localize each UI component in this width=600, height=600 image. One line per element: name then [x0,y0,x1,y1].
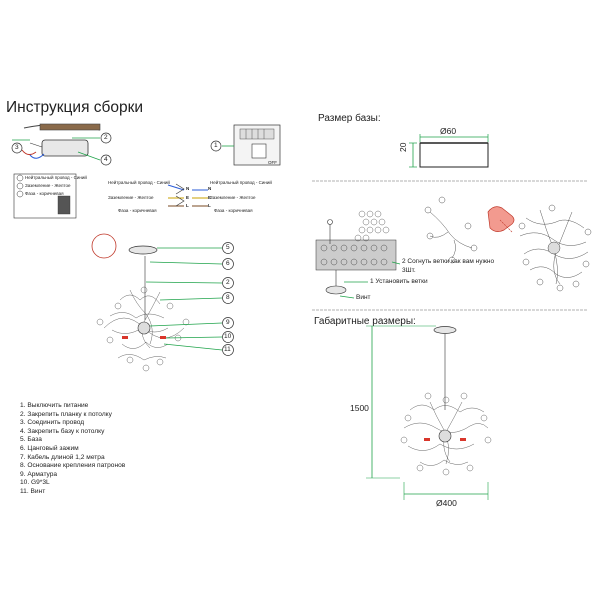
height-label: 1500 [350,403,369,413]
wiring-right-neutral: Нейтральный провод - Синий [210,180,272,185]
terminal-n-right: N [208,186,212,191]
step-2: 2. Закрепить планку к потолку [20,410,112,418]
base-height-label: 20 [398,142,408,152]
step-11: 11. Винт [20,487,46,495]
callout-11: 11 [224,346,231,353]
ceiling-mount-diagram [11,123,112,166]
wiring-box-neutral: Нейтральный провод - Синий [25,175,87,180]
wiring-box-ground: Заземление - Желтое [25,183,71,188]
wiring-detail-box [13,173,77,219]
page-title: Инструкция сборки [6,99,144,116]
terminal-l-right: L [208,203,211,208]
hand-icon [487,206,515,233]
callout-8: 8 [226,294,230,301]
base-size-drawing [409,134,489,168]
step-3: 3. Соединить провод [20,419,85,427]
lamp-exploded-view [91,233,234,372]
assembly-steps-list: 1. Выключить питание 2. Закрепить планку… [20,402,125,497]
assembly-step-2-text: 2 Согнуть ветки как вам нужно [402,258,495,265]
assembly-qty-text: 3Шт. [402,267,416,274]
callout-2-cable: 2 [226,279,230,286]
base-diameter-label: Ø60 [440,126,457,136]
callout-10: 10 [224,333,232,340]
terminal-n: N [186,186,190,191]
wiring-right-phase: Фаза - коричневая [214,208,253,213]
callout-3: 3 [15,144,19,151]
overall-dimensions-title: Габаритные размеры: [314,316,416,327]
bent-branch-sketch [424,196,478,264]
callout-4: 4 [104,156,108,163]
step-9: 9. Арматура [20,470,58,478]
overall-dimensions-drawing [366,325,492,500]
callout-1: 2 [104,134,108,141]
terminal-l: L [186,203,189,208]
base-size-title: Размер базы: [318,113,381,124]
terminal-e: E [186,195,190,200]
wiring-mid-phase: Фаза - коричневая [118,208,157,213]
step-1: 1. Выключить питание [20,402,89,409]
wiring-mid-neutral: Нейтральный провод - Синий [108,180,170,185]
callout-9: 9 [226,319,230,326]
terminal-block-diagram [210,124,281,166]
step-8: 8. Основание крепления патронов [20,462,126,470]
terminal-e-right: E [208,195,212,200]
branch-install-drawing [315,210,401,299]
callout-1-switch: 1 [214,142,218,149]
assembled-chandelier-sketch [518,204,592,292]
step-7: 7. Кабель длиной 1,2 метра [20,453,105,461]
step-10: 10. G9*3L [20,479,50,487]
step-6: 6. Цанговый зажим [20,444,79,452]
step-4: 4. Закрепить базу к потолку [20,427,105,435]
wiring-schematic [167,183,208,207]
switch-off-label: OFF [268,160,277,165]
callout-5: 5 [226,244,230,251]
step-5: 5. База [20,436,42,444]
callout-6: 6 [226,260,230,267]
assembly-step-1-text: 1 Установить ветки [370,278,428,285]
diameter-label: Ø400 [436,498,457,508]
wiring-mid-ground: Заземление - Желтое [108,195,154,200]
wiring-right-ground: Заземление - Желтое [210,195,256,200]
wiring-box-phase: Фаза - коричневая [25,191,64,196]
screw-label: Винт [356,294,371,301]
